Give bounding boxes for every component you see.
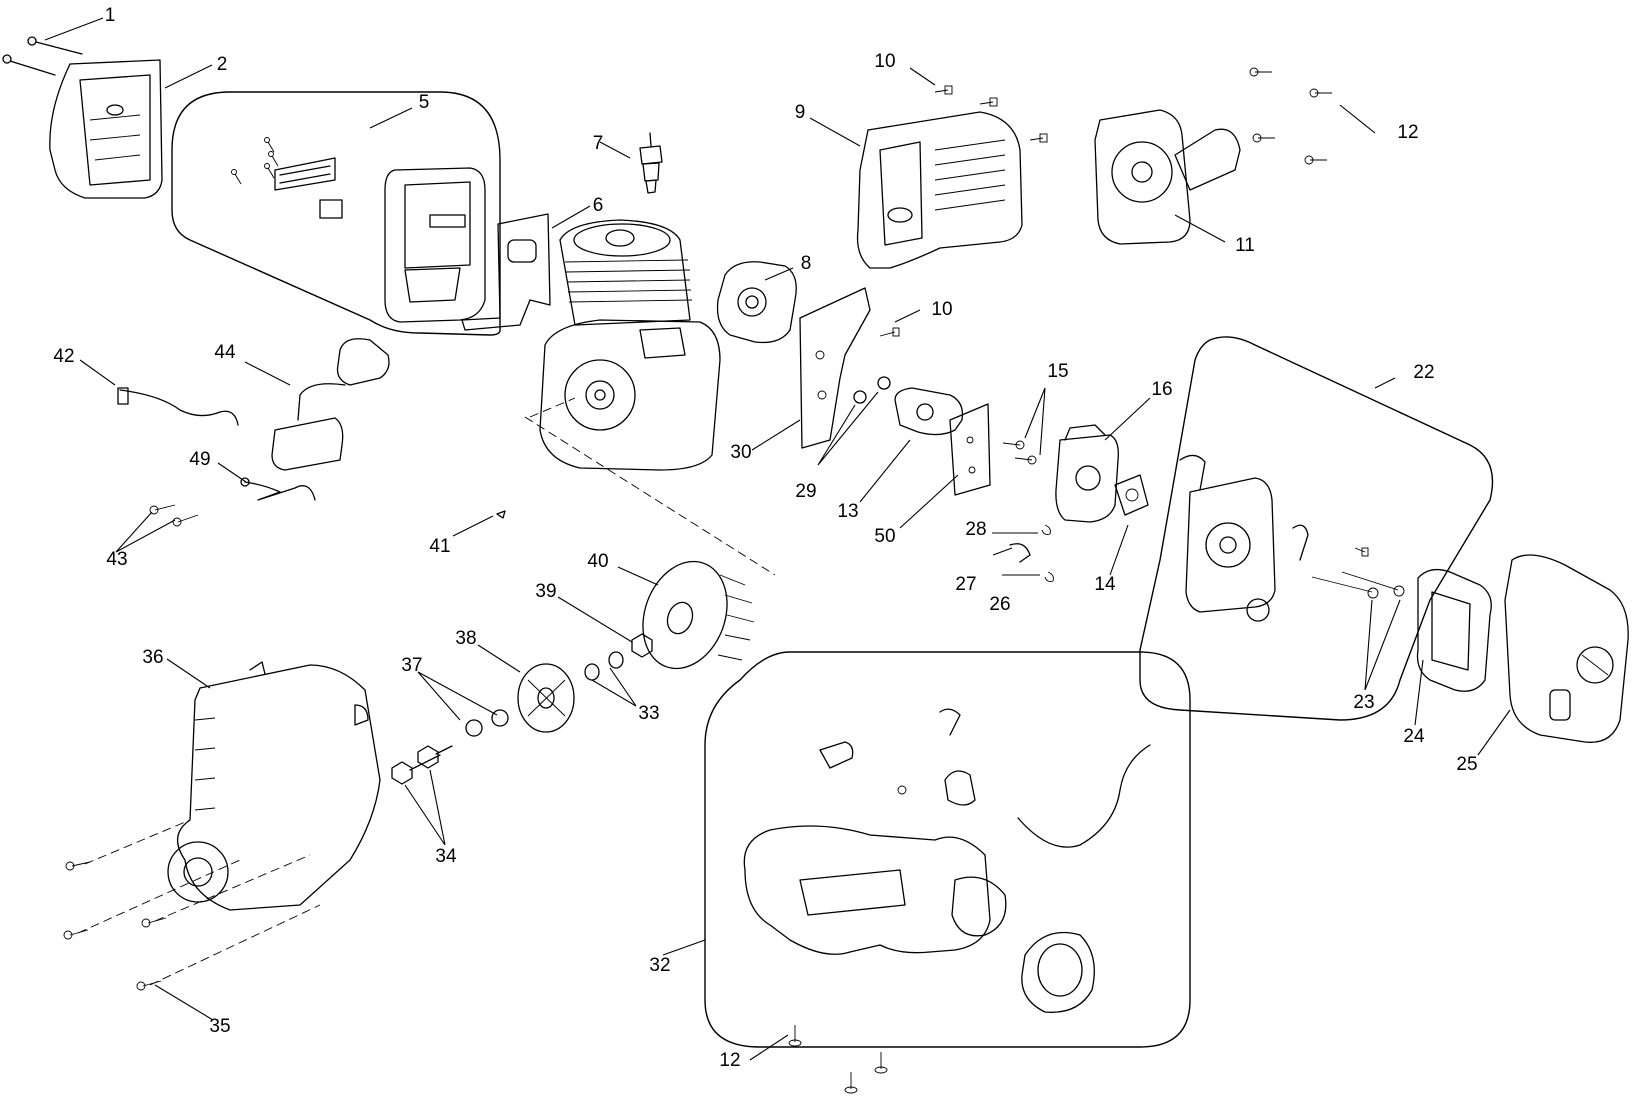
fan-housing — [167, 661, 381, 911]
callout-33: 33 — [638, 703, 659, 724]
callout-37: 37 — [401, 655, 422, 676]
alignment-line-cover-screw-4 — [149, 904, 321, 986]
callout-50: 50 — [874, 526, 895, 547]
callout-39: 39 — [535, 581, 556, 602]
group-outline-muffler — [171, 91, 501, 336]
insulator — [894, 387, 964, 436]
coil-screws — [149, 504, 199, 527]
callout-22: 22 — [1413, 362, 1434, 383]
muffler-cover — [49, 59, 163, 199]
callout-10-lower: 10 — [931, 299, 952, 320]
bolts — [391, 745, 453, 785]
housing-screws — [63, 861, 167, 991]
callout-25: 25 — [1456, 754, 1477, 775]
callout-29: 29 — [795, 481, 816, 502]
intake-plate — [799, 287, 871, 449]
muffler — [231, 137, 486, 323]
ignition-wire — [117, 387, 239, 426]
gasket — [949, 403, 991, 496]
callout-8: 8 — [801, 253, 812, 274]
callout-24: 24 — [1403, 726, 1425, 747]
ground-wire — [240, 477, 316, 501]
callout-38: 38 — [455, 628, 476, 649]
callout-6: 6 — [593, 195, 604, 216]
callout-23: 23 — [1353, 692, 1374, 713]
callout-12-lower: 12 — [719, 1050, 740, 1071]
callout-2: 2 — [217, 54, 228, 75]
callout-41: 41 — [429, 536, 450, 557]
callout-9: 9 — [795, 102, 806, 123]
flywheel — [642, 560, 755, 670]
callout-11: 11 — [1235, 235, 1255, 256]
callout-15: 15 — [1047, 361, 1068, 382]
flywheel-nut — [631, 633, 653, 658]
air-filter-cover — [1504, 554, 1629, 743]
heat-shield — [461, 213, 551, 331]
leader-lines — [44, 17, 1511, 1061]
woodruff-key — [496, 510, 506, 519]
engine-cylinder — [539, 219, 721, 471]
ignition-coil — [271, 338, 390, 471]
alignment-line-crankcase — [524, 397, 776, 576]
nuts — [853, 376, 891, 404]
callout-49: 49 — [189, 449, 210, 470]
callout-35: 35 — [209, 1016, 230, 1037]
callout-42: 42 — [53, 346, 74, 367]
fuel-tank — [743, 708, 1151, 1013]
starter-screws — [1249, 67, 1332, 165]
shroud-screws — [879, 85, 1048, 337]
group-outline-air-filter-base — [1139, 336, 1494, 721]
recoil-starter — [1094, 109, 1241, 245]
callout-13: 13 — [837, 501, 858, 522]
callout-40: 40 — [587, 551, 608, 572]
clutch-washers — [465, 709, 509, 737]
clutch — [517, 663, 575, 733]
callout-26: 26 — [989, 594, 1010, 615]
spark-plug — [639, 132, 663, 194]
callout-28: 28 — [965, 519, 986, 540]
callout-14: 14 — [1094, 574, 1116, 595]
washers — [584, 651, 624, 681]
callout-5: 5 — [419, 92, 430, 113]
tank-screws — [788, 1025, 888, 1094]
alignment-line-cover-screw-1 — [84, 819, 191, 865]
callout-10: 10 — [874, 51, 895, 72]
callout-36: 36 — [142, 647, 163, 668]
callout-43: 43 — [106, 549, 127, 570]
callout-16: 16 — [1151, 379, 1172, 400]
long-screws — [2, 36, 83, 76]
callout-44: 44 — [214, 342, 236, 363]
callout-34: 34 — [435, 846, 457, 867]
carburetor — [1055, 424, 1119, 523]
callout-1: 1 — [105, 5, 116, 26]
intake-block — [716, 261, 797, 344]
air-filter-bolts — [1311, 571, 1405, 599]
alignment-line-cover-screw-2 — [77, 859, 241, 934]
air-filter-element — [1416, 568, 1492, 692]
engine-shroud — [856, 111, 1023, 269]
air-filter-base — [1179, 454, 1369, 622]
carburetor-screws — [1002, 440, 1037, 465]
callout-30: 30 — [730, 442, 751, 463]
callout-32: 32 — [649, 955, 670, 976]
alignment-line-cover-screw-3 — [154, 854, 311, 922]
callout-27: 27 — [955, 574, 976, 595]
callout-12: 12 — [1397, 122, 1418, 143]
group-outline-fuel-tank — [704, 651, 1191, 1048]
fuel-fittings — [1009, 524, 1054, 582]
callout-7: 7 — [593, 133, 604, 154]
callout-labels: 1 2 5 7 6 10 9 12 11 8 10 42 44 22 15 16… — [53, 5, 1477, 1071]
carburetor-gasket — [1114, 474, 1149, 516]
